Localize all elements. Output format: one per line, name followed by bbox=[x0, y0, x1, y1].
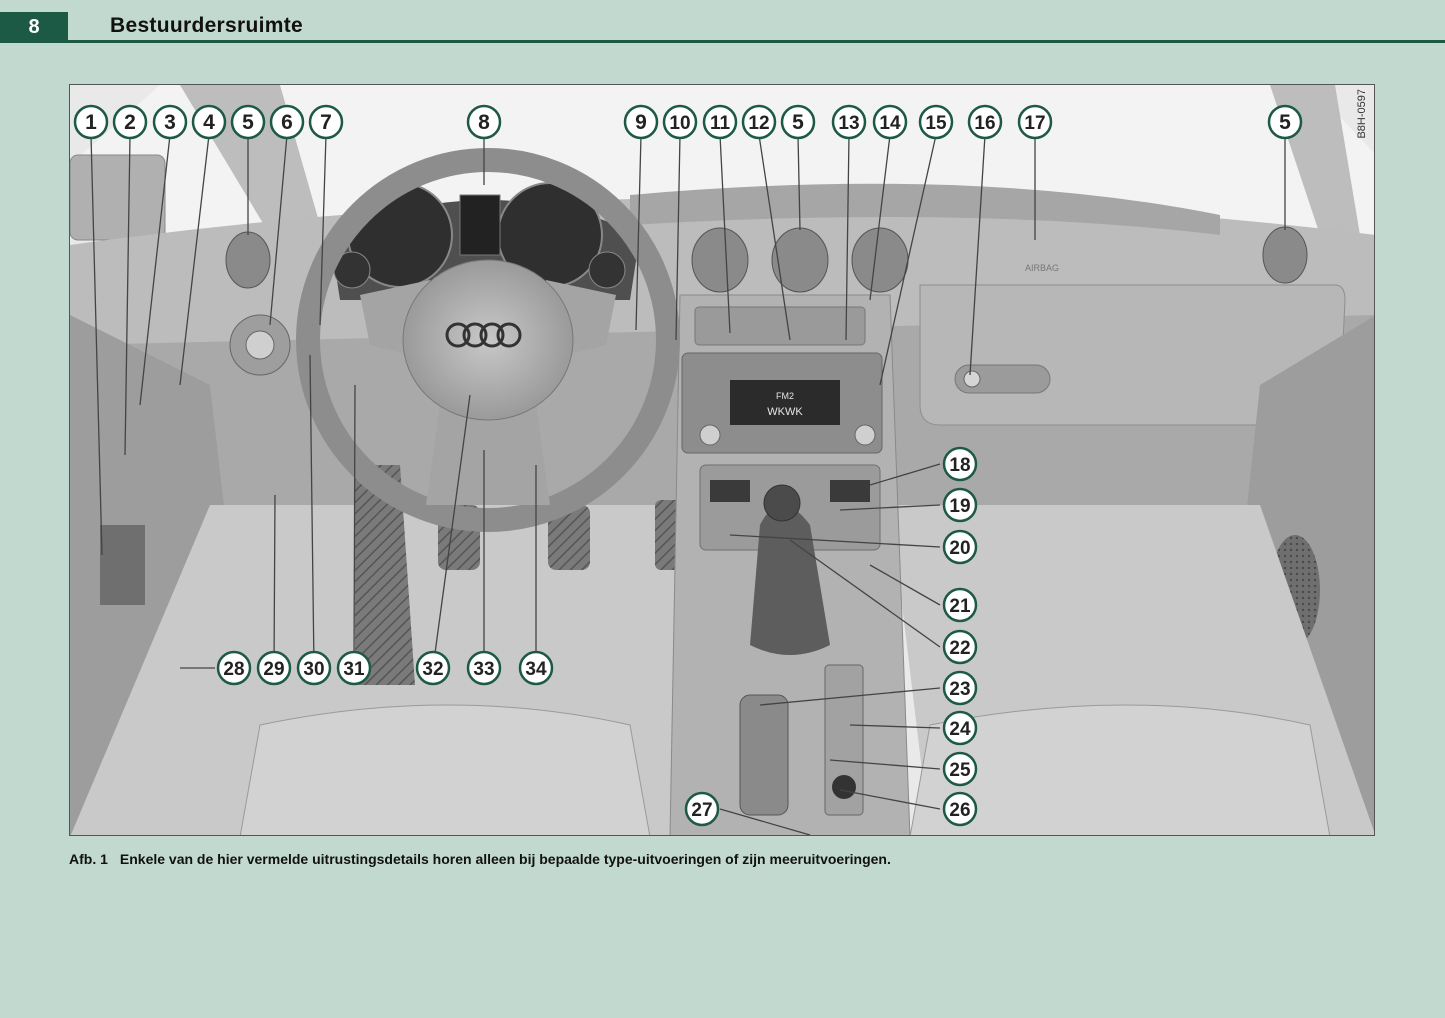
callout-5: 5 bbox=[1267, 104, 1303, 140]
radio-station-label: FM2 bbox=[776, 391, 794, 401]
callout-23: 23 bbox=[942, 670, 978, 706]
figure-caption: Afb. 1 Enkele van de hier vermelde uitrus… bbox=[69, 851, 891, 867]
callout-number: 5 bbox=[1279, 111, 1291, 134]
callout-2: 2 bbox=[112, 104, 148, 140]
callout-number: 20 bbox=[949, 538, 970, 559]
callout-29: 29 bbox=[256, 650, 292, 686]
radio-name-label: WKWK bbox=[767, 406, 803, 418]
callout-18: 18 bbox=[942, 446, 978, 482]
callout-number: 29 bbox=[263, 659, 284, 680]
callout-10: 10 bbox=[662, 104, 698, 140]
callout-number: 8 bbox=[478, 111, 490, 134]
callout-number: 26 bbox=[949, 800, 970, 821]
callout-number: 15 bbox=[925, 113, 947, 134]
callout-number: 25 bbox=[949, 760, 971, 781]
callout-number: 24 bbox=[949, 719, 971, 740]
callout-11: 11 bbox=[702, 104, 738, 140]
cockpit-illustration: FM2 WKWK AIRBAG bbox=[69, 84, 1375, 836]
callout-number: 21 bbox=[949, 596, 971, 617]
callout-number: 30 bbox=[303, 659, 324, 680]
page-header: 8 Bestuurdersruimte bbox=[0, 0, 1445, 44]
callout-19: 19 bbox=[942, 487, 978, 523]
callout-14: 14 bbox=[872, 104, 908, 140]
callout-17: 17 bbox=[1017, 104, 1053, 140]
callout-13: 13 bbox=[831, 104, 867, 140]
callout-number: 4 bbox=[203, 111, 215, 134]
callout-number: 31 bbox=[343, 659, 365, 680]
callout-31: 31 bbox=[336, 650, 372, 686]
callout-28: 28 bbox=[216, 650, 252, 686]
callout-number: 3 bbox=[164, 111, 176, 134]
callout-8: 8 bbox=[466, 104, 502, 140]
callout-7: 7 bbox=[308, 104, 344, 140]
callout-6: 6 bbox=[269, 104, 305, 140]
callout-1: 1 bbox=[73, 104, 109, 140]
callout-number: 17 bbox=[1024, 113, 1045, 134]
callout-number: 13 bbox=[838, 113, 859, 134]
callout-24: 24 bbox=[942, 710, 978, 746]
callout-number: 33 bbox=[473, 659, 494, 680]
callout-number: 18 bbox=[949, 455, 970, 476]
callout-number: 11 bbox=[710, 113, 731, 134]
callout-33: 33 bbox=[466, 650, 502, 686]
callout-26: 26 bbox=[942, 791, 978, 827]
callout-number: 28 bbox=[223, 659, 244, 680]
callout-number: 32 bbox=[422, 659, 443, 680]
callout-number: 7 bbox=[320, 111, 332, 134]
callout-number: 16 bbox=[974, 113, 995, 134]
callout-34: 34 bbox=[518, 650, 554, 686]
figure-code: B8H-0597 bbox=[1356, 89, 1368, 139]
callout-number: 2 bbox=[124, 111, 136, 134]
callout-5: 5 bbox=[780, 104, 816, 140]
chapter-title: Bestuurdersruimte bbox=[110, 14, 303, 37]
callout-number: 5 bbox=[242, 111, 254, 134]
callout-number: 34 bbox=[525, 659, 547, 680]
callout-25: 25 bbox=[942, 751, 978, 787]
caption-text: Enkele van de hier vermelde uitrustingsd… bbox=[119, 851, 891, 867]
callout-number: 9 bbox=[635, 111, 647, 134]
callout-number: 27 bbox=[691, 800, 712, 821]
callout-16: 16 bbox=[967, 104, 1003, 140]
callout-number: 19 bbox=[949, 496, 970, 517]
callout-number: 22 bbox=[949, 638, 970, 659]
page-number: 8 bbox=[0, 12, 68, 42]
callout-5: 5 bbox=[230, 104, 266, 140]
callout-27: 27 bbox=[684, 791, 720, 827]
callout-9: 9 bbox=[623, 104, 659, 140]
callout-32: 32 bbox=[415, 650, 451, 686]
callout-number: 10 bbox=[669, 113, 690, 134]
callout-21: 21 bbox=[942, 587, 978, 623]
callout-22: 22 bbox=[942, 629, 978, 665]
callout-number: 14 bbox=[879, 113, 901, 134]
callout-number: 5 bbox=[792, 111, 804, 134]
figure-label: Afb. 1 bbox=[69, 851, 108, 867]
callout-number: 23 bbox=[949, 679, 970, 700]
callout-3: 3 bbox=[152, 104, 188, 140]
callout-4: 4 bbox=[191, 104, 227, 140]
callout-12: 12 bbox=[741, 104, 777, 140]
callout-30: 30 bbox=[296, 650, 332, 686]
callout-15: 15 bbox=[918, 104, 954, 140]
cockpit-drawing: FM2 WKWK AIRBAG bbox=[70, 85, 1374, 835]
header-rule bbox=[0, 40, 1445, 43]
callout-number: 12 bbox=[748, 113, 769, 134]
callout-number: 6 bbox=[281, 111, 293, 134]
callout-20: 20 bbox=[942, 529, 978, 565]
callout-number: 1 bbox=[85, 111, 97, 134]
airbag-label: AIRBAG bbox=[1025, 263, 1059, 273]
